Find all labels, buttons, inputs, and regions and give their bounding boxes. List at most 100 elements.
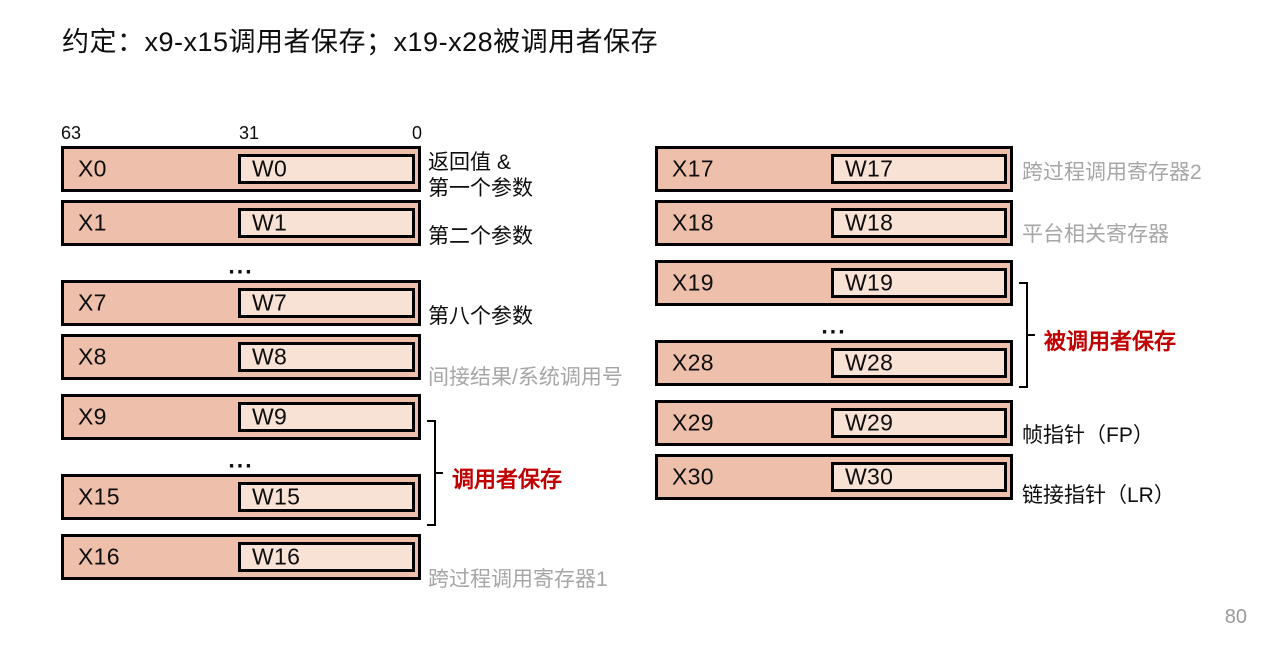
register-label-x8: X8 <box>78 343 107 370</box>
register-label-x7: X7 <box>78 289 107 316</box>
register-box-w29: W29 <box>831 408 1007 438</box>
register-label-w0: W0 <box>252 155 288 182</box>
register-row-x16[interactable]: X16 W16 <box>61 534 421 580</box>
register-box-w19: W19 <box>831 268 1007 298</box>
register-row-x17[interactable]: X17 W17 <box>655 146 1013 192</box>
bit-label-0: 0 <box>412 123 423 143</box>
slide-page-number: 80 <box>1224 606 1247 628</box>
register-column-right: X17 W17 X18 W18 X19 W19 ... X28 W28 <box>655 146 1013 508</box>
register-label-x0: X0 <box>78 155 107 182</box>
description-x29: 帧指针（FP） <box>1022 424 1154 447</box>
bracket-center-tick <box>435 472 443 474</box>
description-x30: 链接指针（LR） <box>1022 484 1175 507</box>
register-label-x28: X28 <box>672 349 714 376</box>
description-x1: 第二个参数 <box>428 225 533 248</box>
register-row-x9[interactable]: X9 W9 <box>61 394 421 440</box>
register-label-x1: X1 <box>78 209 107 236</box>
description-x0-line2: 第一个参数 <box>428 177 533 200</box>
register-label-x15: X15 <box>78 483 120 510</box>
ellipsis-separator-x1-x7: ... <box>61 254 421 280</box>
callee-saved-bracket <box>1018 278 1035 392</box>
bracket-center-tick <box>1027 334 1035 336</box>
ellipsis-dots: ... <box>228 252 254 279</box>
ellipsis-separator-x9-x15: ... <box>61 448 421 474</box>
register-label-x29: X29 <box>672 409 714 436</box>
description-x0-line1: 返回值 & <box>428 151 511 174</box>
register-label-x16: X16 <box>78 543 120 570</box>
register-label-w15: W15 <box>252 483 301 510</box>
register-label-w28: W28 <box>845 349 894 376</box>
register-label-w16: W16 <box>252 543 301 570</box>
register-row-x19[interactable]: X19 W19 <box>655 260 1013 306</box>
register-box-w15: W15 <box>238 482 415 512</box>
bracket-top-tip <box>1019 282 1028 284</box>
bit-position-ruler: 63 31 0 <box>61 123 423 146</box>
register-row-x8[interactable]: X8 W8 <box>61 334 421 380</box>
description-x0: 返回值 & 第一个参数 <box>428 150 628 202</box>
register-label-w1: W1 <box>252 209 288 236</box>
register-box-x30: X30 W30 <box>655 454 1013 500</box>
description-x8: 间接结果/系统调用号 <box>428 366 623 389</box>
register-box-w30: W30 <box>831 462 1007 492</box>
register-label-x19: X19 <box>672 269 714 296</box>
caller-saved-bracket <box>426 416 443 530</box>
register-label-x18: X18 <box>672 209 714 236</box>
register-box-w7: W7 <box>238 288 415 318</box>
register-box-x0: X0 W0 <box>61 146 421 192</box>
register-box-x7: X7 W7 <box>61 280 421 326</box>
register-row-x28[interactable]: X28 W28 <box>655 340 1013 386</box>
caller-saved-note: 调用者保存 <box>452 467 563 492</box>
ellipsis-dots: ... <box>228 446 254 473</box>
register-box-x19: X19 W19 <box>655 260 1013 306</box>
register-box-w17: W17 <box>831 154 1007 184</box>
register-row-x18[interactable]: X18 W18 <box>655 200 1013 246</box>
register-label-w7: W7 <box>252 289 288 316</box>
register-row-x30[interactable]: X30 W30 <box>655 454 1013 500</box>
description-x18: 平台相关寄存器 <box>1022 223 1169 246</box>
register-row-x1[interactable]: X1 W1 <box>61 200 421 246</box>
register-box-x17: X17 W17 <box>655 146 1013 192</box>
register-box-x29: X29 W29 <box>655 400 1013 446</box>
ellipsis-separator-x19-x28: ... <box>655 314 1013 340</box>
register-label-w18: W18 <box>845 209 894 236</box>
register-label-w29: W29 <box>845 409 894 436</box>
register-box-x28: X28 W28 <box>655 340 1013 386</box>
register-box-w18: W18 <box>831 208 1007 238</box>
callee-saved-note: 被调用者保存 <box>1044 329 1177 354</box>
register-row-x15[interactable]: X15 W15 <box>61 474 421 520</box>
register-label-w9: W9 <box>252 403 288 430</box>
ellipsis-dots: ... <box>821 312 847 339</box>
register-row-x29[interactable]: X29 W29 <box>655 400 1013 446</box>
bracket-bottom-tip <box>1019 386 1028 388</box>
register-box-w28: W28 <box>831 348 1007 378</box>
register-box-w8: W8 <box>238 342 415 372</box>
register-label-x17: X17 <box>672 155 714 182</box>
register-box-x18: X18 W18 <box>655 200 1013 246</box>
register-box-w16: W16 <box>238 542 415 572</box>
register-row-x0[interactable]: X0 W0 <box>61 146 421 192</box>
bit-label-63: 63 <box>61 123 82 143</box>
register-label-x30: X30 <box>672 463 714 490</box>
register-box-w9: W9 <box>238 402 415 432</box>
bit-label-31: 31 <box>239 123 260 143</box>
page-title: 约定：x9-x15调用者保存；x19-x28被调用者保存 <box>62 27 659 57</box>
register-box-x16: X16 W16 <box>61 534 421 580</box>
register-label-w8: W8 <box>252 343 288 370</box>
register-label-w19: W19 <box>845 269 894 296</box>
register-box-w0: W0 <box>238 154 415 184</box>
register-label-w30: W30 <box>845 463 894 490</box>
register-box-x15: X15 W15 <box>61 474 421 520</box>
register-label-w17: W17 <box>845 155 894 182</box>
register-row-x7[interactable]: X7 W7 <box>61 280 421 326</box>
register-box-x8: X8 W8 <box>61 334 421 380</box>
description-x7: 第八个参数 <box>428 305 533 328</box>
description-x16: 跨过程调用寄存器1 <box>428 568 608 591</box>
description-x17: 跨过程调用寄存器2 <box>1022 161 1202 184</box>
register-box-x1: X1 W1 <box>61 200 421 246</box>
register-box-w1: W1 <box>238 208 415 238</box>
register-column-left: X0 W0 X1 W1 ... X7 W7 X8 W8 <box>61 146 421 588</box>
bracket-top-tip <box>427 420 436 422</box>
register-box-x9: X9 W9 <box>61 394 421 440</box>
register-label-x9: X9 <box>78 403 107 430</box>
bracket-bottom-tip <box>427 524 436 526</box>
